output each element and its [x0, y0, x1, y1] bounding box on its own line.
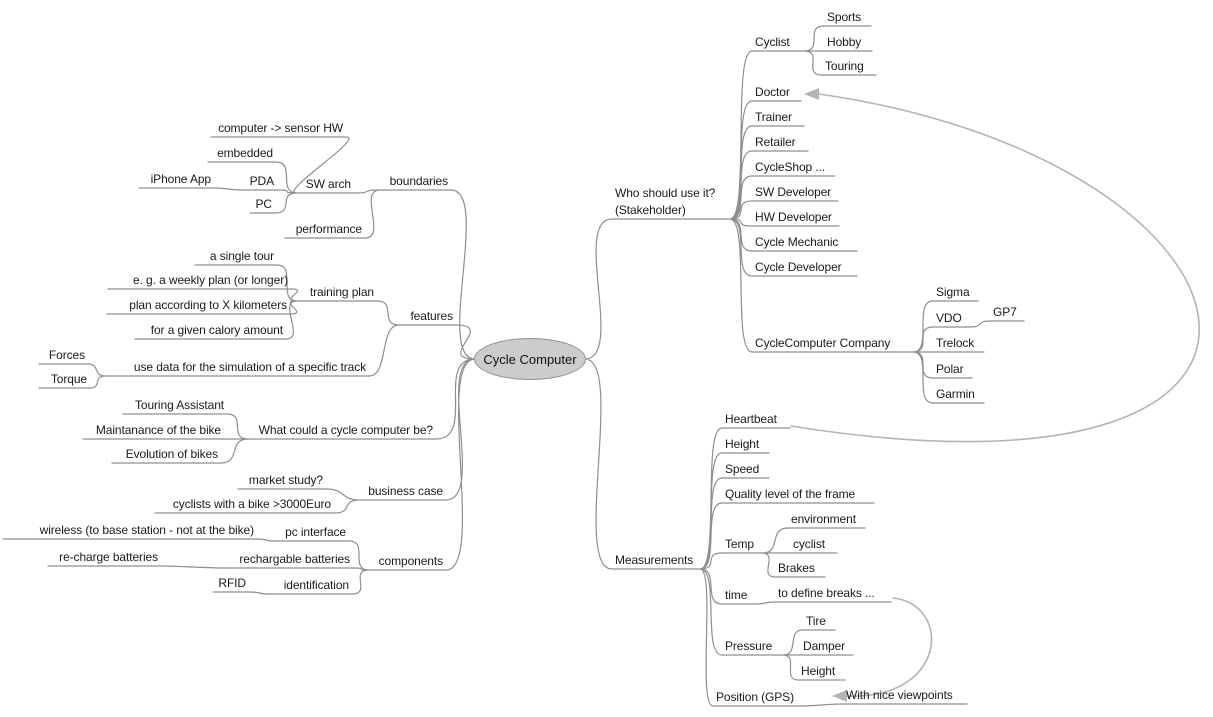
node-root[interactable]: Cycle Computer — [474, 338, 586, 380]
who-line2: (Stakeholder) — [615, 203, 686, 217]
node-cycle-mechanic[interactable]: Cycle Mechanic — [755, 235, 839, 249]
node-position-gps[interactable]: Position (GPS) — [716, 690, 794, 704]
node-evolution-of-bikes[interactable]: Evolution of bikes — [125, 447, 218, 461]
node-frame-quality[interactable]: Quality level of the frame — [725, 487, 856, 501]
node-hw-developer[interactable]: HW Developer — [755, 210, 832, 224]
node-identification[interactable]: identification — [283, 578, 349, 592]
node-maintanance[interactable]: Maintanance of the bike — [95, 423, 221, 437]
node-features[interactable]: features — [410, 309, 453, 323]
node-speed[interactable]: Speed — [725, 462, 760, 476]
node-tire[interactable]: Tire — [806, 614, 826, 628]
node-weekly-plan[interactable]: e. g. a weekly plan (or longer) — [133, 273, 288, 287]
node-cyclist-temp[interactable]: cyclist — [793, 537, 825, 551]
node-business-case[interactable]: business case — [368, 484, 443, 498]
node-time[interactable]: time — [725, 588, 748, 602]
node-boundaries[interactable]: boundaries — [389, 174, 448, 188]
node-cycleshop[interactable]: CycleShop ... — [755, 160, 826, 174]
node-components[interactable]: components — [378, 554, 443, 568]
node-pda[interactable]: PDA — [249, 174, 274, 188]
node-height-pressure[interactable]: Height — [801, 664, 836, 678]
node-iphone-app[interactable]: iPhone App — [150, 172, 211, 186]
node-sigma[interactable]: Sigma — [936, 285, 970, 299]
node-rfid[interactable]: RFID — [218, 576, 246, 590]
node-height-measurement[interactable]: Height — [725, 437, 760, 451]
node-who-should-use-it[interactable]: Who should use it? (Stakeholder) — [615, 185, 715, 219]
node-what-could-it-be[interactable]: What could a cycle computer be? — [258, 423, 433, 437]
node-cycle-developer[interactable]: Cycle Developer — [755, 260, 842, 274]
node-heartbeat[interactable]: Heartbeat — [725, 412, 777, 426]
node-cyclist[interactable]: Cyclist — [755, 35, 790, 49]
node-trelock[interactable]: Trelock — [936, 336, 975, 350]
node-performance[interactable]: performance — [295, 222, 362, 236]
node-vdo[interactable]: VDO — [936, 311, 962, 325]
node-recharge-batteries[interactable]: re-charge batteries — [59, 550, 158, 564]
node-embedded[interactable]: embedded — [217, 146, 273, 160]
node-pressure[interactable]: Pressure — [725, 639, 773, 653]
who-line1: Who should use it? — [615, 186, 716, 200]
node-brakes[interactable]: Brakes — [778, 561, 815, 575]
node-retailer[interactable]: Retailer — [755, 135, 796, 149]
connector-heartbeat-to-doctor — [790, 93, 1200, 443]
node-plan-kilometers[interactable]: plan according to X kilometers — [129, 298, 287, 312]
node-wireless[interactable]: wireless (to base station - not at the b… — [39, 523, 254, 537]
node-forces[interactable]: Forces — [48, 348, 85, 362]
node-sw-arch[interactable]: SW arch — [305, 177, 351, 191]
node-pc[interactable]: PC — [255, 197, 273, 211]
node-measurements[interactable]: Measurements — [615, 553, 694, 567]
node-sports[interactable]: Sports — [827, 10, 862, 24]
tree-edges — [87, 25, 991, 707]
node-temp[interactable]: Temp — [725, 537, 754, 551]
connector-breaks-to-viewpoints — [846, 597, 933, 697]
node-cyclists-3000euro[interactable]: cyclists with a bike >3000Euro — [172, 497, 331, 511]
node-torque[interactable]: Torque — [50, 372, 87, 386]
node-calory-amount[interactable]: for a given calory amount — [150, 323, 283, 337]
node-track-simulation[interactable]: use data for the simulation of a specifi… — [133, 360, 366, 374]
arrowhead-doctor — [804, 88, 819, 100]
node-doctor[interactable]: Doctor — [755, 85, 790, 99]
arrowhead-viewpoints — [832, 690, 847, 702]
node-polar[interactable]: Polar — [936, 362, 964, 376]
node-with-nice-viewpoints[interactable]: With nice viewpoints — [846, 688, 953, 702]
node-touring[interactable]: Touring — [825, 59, 864, 73]
node-pc-interface[interactable]: pc interface — [285, 525, 346, 539]
node-damper[interactable]: Damper — [803, 639, 846, 653]
node-environment[interactable]: environment — [791, 512, 856, 526]
node-trainer[interactable]: Trainer — [755, 110, 792, 124]
node-touring-assistant[interactable]: Touring Assistant — [134, 398, 224, 412]
node-define-breaks[interactable]: to define breaks ... — [778, 586, 875, 600]
node-training-plan[interactable]: training plan — [309, 285, 374, 299]
node-hobby[interactable]: Hobby — [827, 35, 862, 49]
node-computer-sensor-hw[interactable]: computer -> sensor HW — [218, 121, 343, 135]
node-underlines — [2, 25, 1025, 707]
node-rechargable-batteries[interactable]: rechargable batteries — [239, 552, 350, 566]
node-a-single-tour[interactable]: a single tour — [209, 249, 274, 263]
node-gp7[interactable]: GP7 — [993, 305, 1017, 319]
node-garmin[interactable]: Garmin — [936, 387, 975, 401]
node-market-study[interactable]: market study? — [248, 473, 323, 487]
node-cyclecomputer-company[interactable]: CycleComputer Company — [755, 336, 891, 350]
node-sw-developer[interactable]: SW Developer — [755, 185, 832, 199]
